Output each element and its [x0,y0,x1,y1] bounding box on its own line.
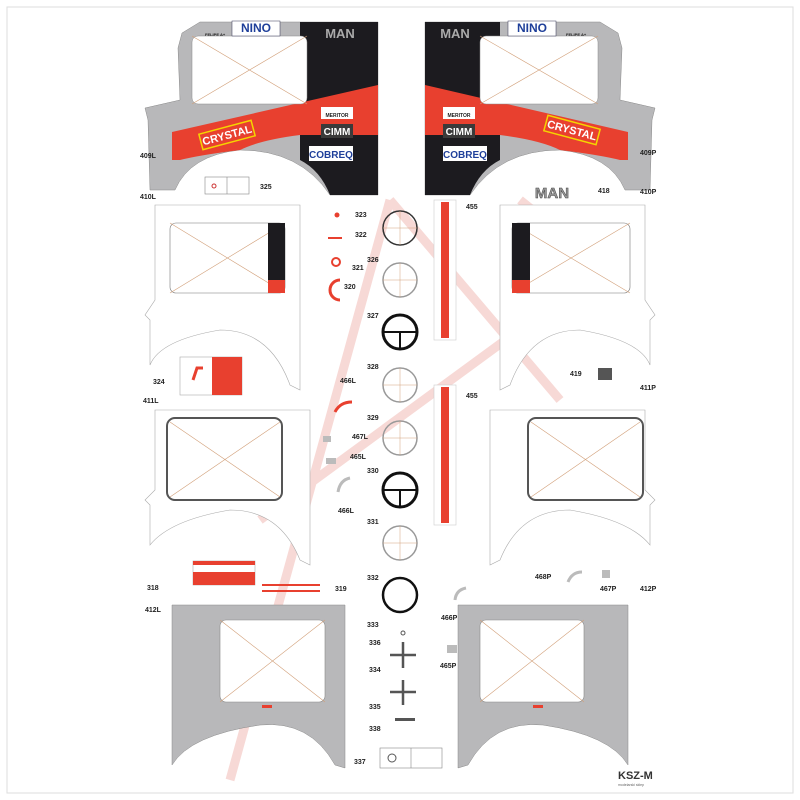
label-330: 330 [367,468,379,475]
brand-logo: KSZ-M modelarski sklep [618,770,653,787]
label-320: 320 [344,284,356,291]
decal-318 [192,560,256,586]
decal-320 [328,278,341,302]
label-465L: 465L [350,454,367,461]
label-334: 334 [369,667,381,674]
felipe-text: FELIPE A+ [205,32,226,37]
man-logo-text: MAN [325,26,355,41]
cimm-logo-text: CIMM [446,127,473,138]
decal-411P-cab [489,409,656,566]
label-465P: 465P [440,663,457,670]
cimm-logo-text: CIMM [324,127,351,138]
label-328: 328 [367,364,379,371]
decal-319 [262,584,320,592]
decal-338 [395,718,415,721]
part-number-labels: 409L 410L 325 323 322 321 326 320 327 32… [140,150,657,766]
label-455: 455 [466,204,478,211]
small-trim-parts [323,400,610,653]
label-466L: 466L [338,508,355,515]
decal-411L-cab [144,409,311,566]
steering-wheels [381,210,419,614]
decal-321 [331,257,341,267]
label-336: 336 [369,640,381,647]
decal-419 [598,368,612,380]
decal-455-strip [441,387,449,523]
brand-subtitle: modelarski sklep [618,783,644,787]
cobreq-logo-text: COBREQ [309,150,353,161]
label-418: 418 [598,188,610,195]
decal-409P-cab-right: NINO FELIPE A+ MAN CRYSTAL MERITOR CIMM … [424,20,656,202]
label-410L: 410L [140,194,157,201]
label-467P: 467P [600,586,617,593]
label-411L: 411L [143,398,159,405]
cobreq-logo-text: COBREQ [443,150,487,161]
label-332: 332 [367,575,379,582]
decal-412P-cab [457,604,629,769]
label-455: 455 [466,393,478,400]
decal-412L-cab [171,604,346,769]
brand-name: KSZ-M [618,770,653,782]
decal-336 [400,630,406,636]
label-322: 322 [355,232,367,239]
decal-322 [328,237,342,239]
label-319: 319 [335,586,347,593]
decal-337 [379,747,443,769]
label-331: 331 [367,519,379,526]
label-466L: 466L [340,378,357,385]
decal-324 [179,356,243,396]
nino-logo-text: NINO [241,21,271,35]
decal-410L-cab [144,204,301,391]
label-412P: 412P [640,586,657,593]
label-409P: 409P [640,150,657,157]
label-410P: 410P [640,189,657,196]
label-409L: 409L [140,153,157,160]
label-323: 323 [355,212,367,219]
label-335: 335 [369,704,381,711]
decal-455-strip [441,202,449,338]
label-468P: 468P [535,574,552,581]
label-467L: 467L [352,434,369,441]
felipe-text: FELIPE A+ [566,32,587,37]
label-326: 326 [367,257,379,264]
label-325: 325 [260,184,272,191]
label-324: 324 [153,379,165,386]
label-338: 338 [369,726,381,733]
label-466P: 466P [441,615,458,622]
label-411P: 411P [640,385,656,392]
meritor-logo-text: MERITOR [326,113,349,119]
decal-334 [390,642,416,668]
label-412L: 412L [145,607,162,614]
label-318: 318 [147,585,159,592]
decal-410P-cab [499,204,656,391]
label-321: 321 [352,265,364,272]
label-337: 337 [354,759,366,766]
label-419: 419 [570,371,582,378]
label-329: 329 [367,415,379,422]
decal-323 [334,212,340,218]
man-logo-text: MAN [440,26,470,41]
decal-409L-cab-left: NINO FELIPE A+ MAN CRYSTAL MERITOR CIMM … [144,20,379,196]
nino-logo-text: NINO [517,21,547,35]
label-333: 333 [367,622,379,629]
label-327: 327 [367,313,379,320]
decal-335 [390,680,416,705]
meritor-logo-text: MERITOR [448,113,471,119]
man-decal-418: MAN [535,185,569,202]
